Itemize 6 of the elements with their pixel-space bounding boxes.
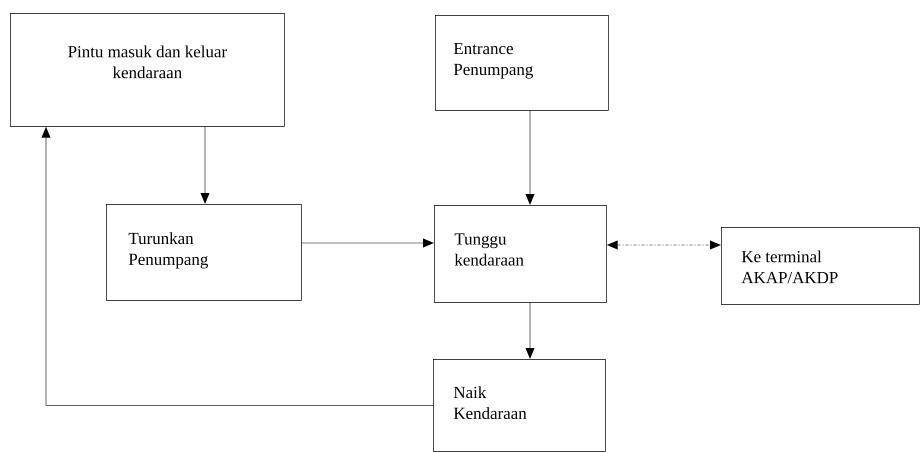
process-box: Pintu masuk dan keluar kendaraan <box>10 13 285 127</box>
process-box: Tunggu kendaraan <box>434 205 607 303</box>
process-box: Turunkan Penumpang <box>106 204 302 301</box>
process-box: Entrance Penumpang <box>435 15 609 111</box>
process-box: Ke terminal AKAP/AKDP <box>721 227 920 305</box>
process-box: Naik Kendaraan <box>433 358 606 452</box>
